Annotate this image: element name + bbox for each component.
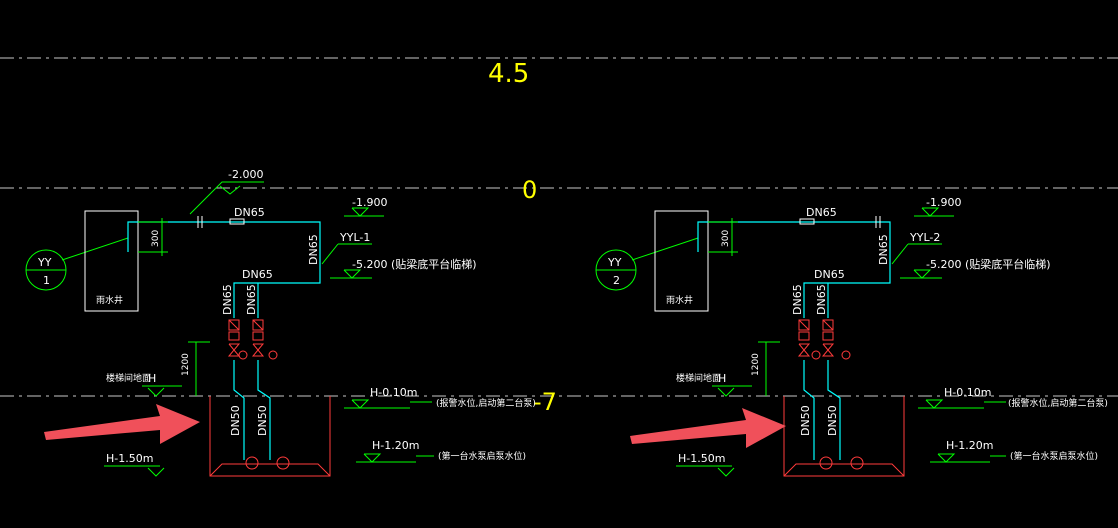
pipe-branch-b-label: DN65 (815, 284, 828, 315)
valve-group-b (251, 319, 278, 360)
well-label: 雨水井 (666, 294, 693, 306)
elev-triangle (351, 207, 370, 217)
tag-number: 1 (43, 274, 50, 287)
rainwater-well (654, 210, 709, 312)
sump-pit (209, 396, 331, 477)
level-triangle (925, 399, 944, 409)
pipe-main (697, 221, 891, 318)
tag-label: YY (607, 256, 622, 269)
elev-triangle (921, 207, 940, 217)
elev-triangle (343, 269, 362, 279)
riser-leader (321, 243, 339, 265)
elev-b: -1.900 (926, 196, 961, 209)
elevation-zero-label: 0 (522, 176, 537, 204)
elev-c: -5.200 (贴梁底平台临梯) (352, 257, 477, 271)
h-120-note: (第一台水泵启泵水位) (438, 450, 526, 462)
sump-bottom (783, 463, 905, 477)
annotation-arrow-right (630, 408, 786, 448)
floor-label: 楼梯间地面 (676, 372, 721, 384)
pipe-main-label: DN65 (234, 206, 265, 219)
floor-triangle (717, 387, 735, 397)
dim-300: 300 (721, 230, 731, 247)
elevation-bottom-label: -7 (533, 388, 557, 416)
h-010: H-0.10m (944, 386, 991, 399)
h-120: H-1.20m (372, 439, 419, 452)
tag-leader (61, 237, 129, 261)
elev-c: -5.200 (贴梁底平台临梯) (926, 257, 1051, 271)
valve-group-a (797, 319, 821, 360)
pipe-riser-label: DN65 (307, 234, 320, 265)
sump-bottom (209, 463, 331, 477)
pipe-pump-a (803, 360, 815, 460)
pipe-riser-label: DN65 (877, 234, 890, 265)
elevation-top-label: 4.5 (488, 59, 529, 89)
pump-a (245, 456, 259, 470)
pump-b (276, 456, 290, 470)
valve-group-a (227, 319, 248, 360)
riser-label: YYL-2 (909, 231, 940, 244)
h-120: H-1.20m (946, 439, 993, 452)
elev-marker (189, 181, 264, 215)
pipe-branch-a-label: DN65 (791, 284, 804, 315)
dim-1200: 1200 (751, 353, 761, 376)
check-symbol (229, 218, 245, 225)
floor-label: 楼梯间地面 (106, 372, 151, 384)
h-010-note: (报警水位,启动第二台泵) (436, 397, 536, 409)
pipe-mid-label: DN65 (242, 268, 273, 281)
pipe-pump-b-label: DN50 (826, 405, 839, 436)
system-left: YY 1 雨水井 300 -2.000 DN65 DN65 DN65 DN65 … (25, 168, 536, 477)
sump-pit (783, 396, 905, 477)
rainwater-well (84, 210, 139, 312)
pipe-pump-b (257, 360, 271, 460)
h-150: H-1.50m (678, 452, 725, 465)
elev-b: -1.900 (352, 196, 387, 209)
floor-h: H (148, 372, 156, 385)
dim-300: 300 (151, 230, 161, 247)
h-010-note: (报警水位,启动第二台泵) (1008, 397, 1108, 409)
level-triangle (351, 399, 370, 409)
pump-b (850, 456, 864, 470)
pipe-pump-a (233, 360, 245, 460)
pipe-pump-a-label: DN50 (799, 405, 812, 436)
pipe-main (127, 221, 321, 318)
level-triangle (717, 467, 735, 477)
floor-triangle (147, 387, 165, 397)
riser-leader (891, 243, 909, 265)
check-symbol (799, 218, 815, 225)
elev-a: -2.000 (228, 168, 263, 181)
tag-leader (631, 237, 699, 261)
elev-triangle (913, 269, 932, 279)
level-triangle (363, 453, 382, 463)
pipe-branch-b-label: DN65 (245, 284, 258, 315)
h-120-note: (第一台水泵启泵水位) (1010, 450, 1098, 462)
level-triangle (147, 467, 165, 477)
elev-triangle (219, 185, 241, 195)
h-150: H-1.50m (106, 452, 153, 465)
riser-label: YYL-1 (339, 231, 370, 244)
pipe-pump-b (827, 360, 841, 460)
tag-number: 2 (613, 274, 620, 287)
pipe-mid-label: DN65 (814, 268, 845, 281)
pump-a (819, 456, 833, 470)
annotation-arrow-left (44, 404, 200, 444)
pipe-pump-a-label: DN50 (229, 405, 242, 436)
level-triangle (937, 453, 956, 463)
floor-h: H (718, 372, 726, 385)
pipe-pump-b-label: DN50 (256, 405, 269, 436)
pipe-main-label: DN65 (806, 206, 837, 219)
well-label: 雨水井 (96, 294, 123, 306)
valve-group-b (821, 319, 851, 360)
dim-1200: 1200 (181, 353, 191, 376)
pipe-branch-a-label: DN65 (221, 284, 234, 315)
h-010: H-0.10m (370, 386, 417, 399)
tag-label: YY (37, 256, 52, 269)
system-right: YY 2 雨水井 300 DN65 DN65 DN65 DN65 DN65 -1… (595, 196, 1108, 477)
